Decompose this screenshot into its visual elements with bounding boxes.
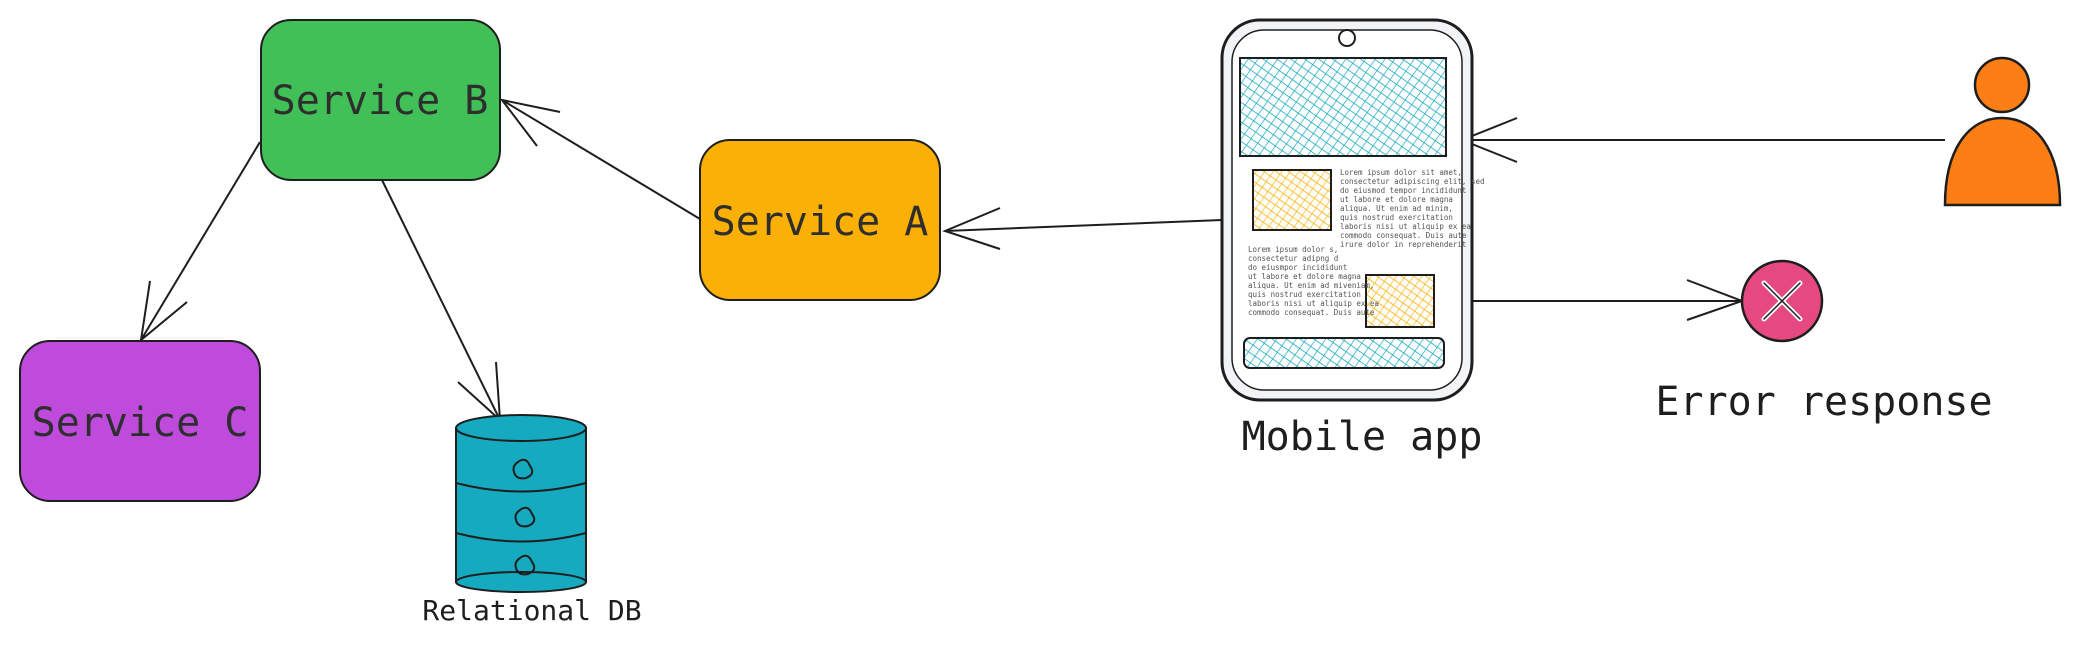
edge-service-b-to-database	[381, 179, 502, 423]
svg-text:laboris nisi ut aliquip ex ea: laboris nisi ut aliquip ex ea	[1248, 299, 1379, 308]
svg-text:consectetur adipiscing elit, s: consectetur adipiscing elit, sed	[1340, 177, 1485, 186]
service-c-label: Service C	[32, 400, 249, 446]
svg-text:commodo consequat. Duis aute: commodo consequat. Duis aute	[1340, 231, 1467, 240]
svg-text:ut labore et dolore magna: ut labore et dolore magna	[1248, 272, 1361, 281]
svg-text:quis nostrud exercitation: quis nostrud exercitation	[1340, 213, 1453, 222]
database-label: Relational DB	[422, 594, 641, 627]
service-a-label: Service A	[712, 199, 929, 245]
phone-text-block-1: Lorem ipsum dolor sit amet, consectetur …	[1340, 168, 1485, 249]
error-x-icon[interactable]	[1740, 259, 1824, 343]
svg-text:Lorem ipsum dolor sit amet,: Lorem ipsum dolor sit amet,	[1340, 168, 1462, 177]
phone-text-block-2: Lorem ipsum dolor s, consectetur adipng …	[1248, 245, 1379, 317]
phone-image-2	[1365, 274, 1435, 328]
service-c-node[interactable]: Service C	[19, 340, 261, 502]
service-a-node[interactable]: Service A	[699, 139, 941, 301]
svg-text:ut labore et dolore magna: ut labore et dolore magna	[1340, 195, 1453, 204]
svg-text:do eiusmod tempor incididunt: do eiusmod tempor incididunt	[1340, 186, 1466, 195]
edge-mobile-to-error	[1462, 279, 1745, 321]
phone-image-1	[1252, 169, 1332, 231]
svg-text:commodo consequat. Duis aute: commodo consequat. Duis aute	[1248, 308, 1375, 317]
svg-text:consectetur adipng d: consectetur adipng d	[1248, 254, 1338, 263]
edge-mobile-to-service-a	[942, 207, 1223, 250]
svg-text:quis nostrud exercitation: quis nostrud exercitation	[1248, 290, 1361, 299]
edge-service-a-to-service-b	[499, 98, 701, 220]
user-icon[interactable]	[1943, 56, 2062, 207]
svg-text:aliqua. Ut enim ad miveniam,: aliqua. Ut enim ad miveniam,	[1248, 281, 1374, 290]
mobile-app-label: Mobile app	[1242, 414, 1483, 460]
svg-text:aliqua. Ut enim ad minim,: aliqua. Ut enim ad minim,	[1340, 204, 1453, 213]
edge-user-to-mobile	[1459, 117, 1945, 163]
phone-banner-image	[1239, 57, 1447, 157]
service-b-label: Service B	[272, 78, 489, 124]
service-b-node[interactable]: Service B	[260, 19, 501, 181]
svg-text:irure dolor in reprehenderit: irure dolor in reprehenderit	[1340, 240, 1466, 249]
mobile-phone-icon[interactable]: Lorem ipsum dolor sit amet, consectetur …	[1220, 18, 1485, 402]
phone-camera-icon	[1338, 29, 1356, 47]
error-response-label: Error response	[1655, 379, 1992, 425]
database-icon[interactable]	[455, 414, 587, 593]
phone-bottom-bar	[1243, 337, 1445, 369]
edge-service-b-to-service-c	[139, 141, 261, 343]
svg-text:Lorem ipsum dolor s,: Lorem ipsum dolor s,	[1248, 245, 1338, 254]
svg-text:do eiusmpor incididunt: do eiusmpor incididunt	[1248, 263, 1347, 272]
svg-text:laboris nisi ut aliquip ex ea: laboris nisi ut aliquip ex ea	[1340, 222, 1471, 231]
